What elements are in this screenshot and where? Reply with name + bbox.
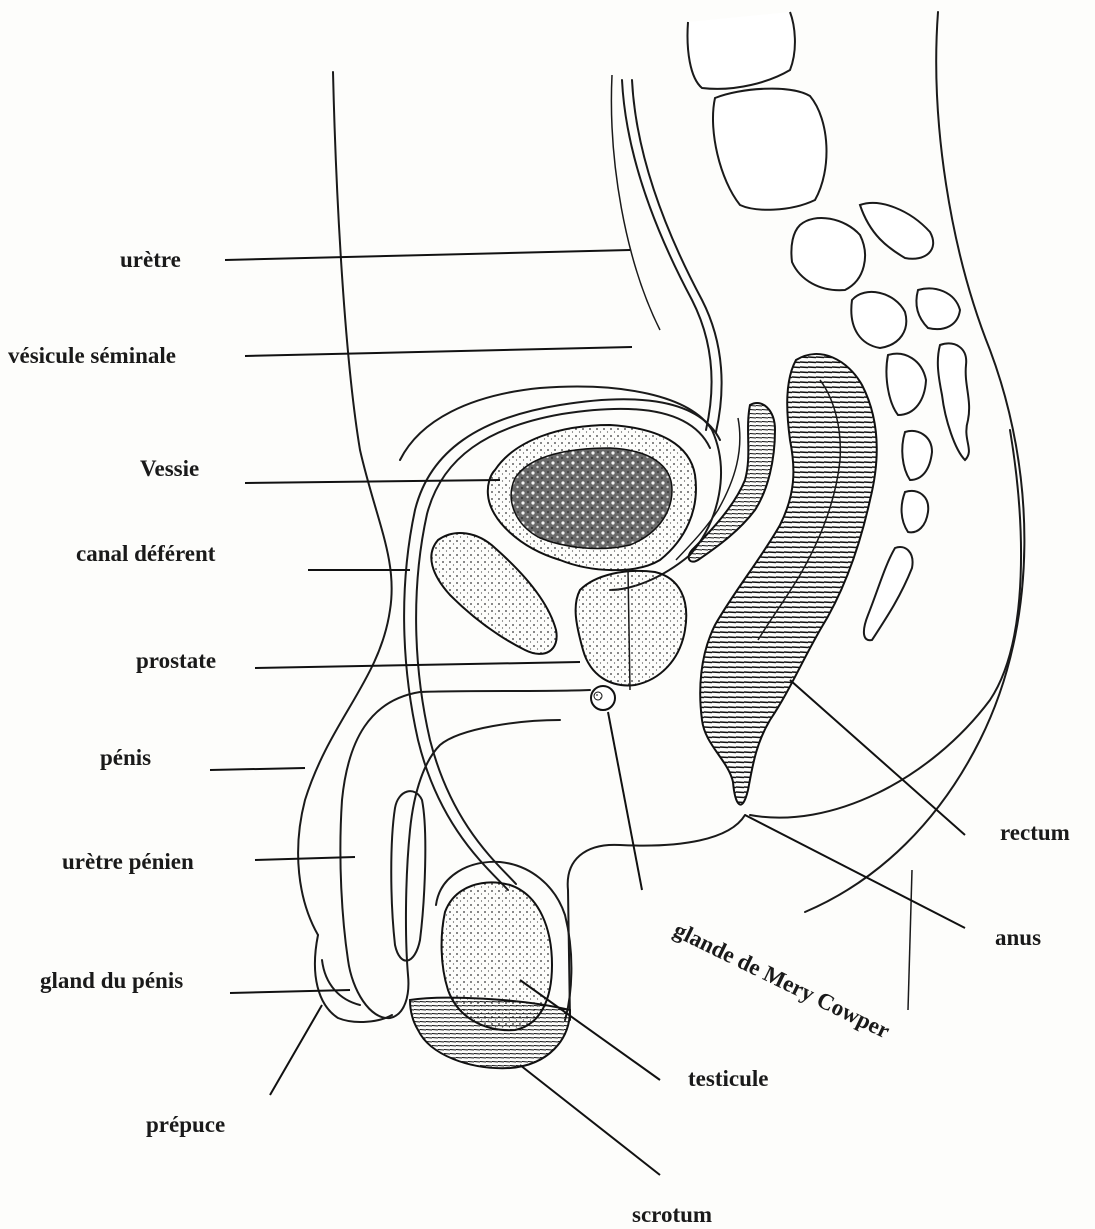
label-prostate: prostate [136,648,216,673]
testis-scrotum [410,862,571,1068]
cowper-gland [591,686,615,710]
rectum [700,354,877,805]
label-vesicule-seminale: vésicule séminale [8,343,176,368]
label-scrotum: scrotum [632,1202,712,1227]
label-uretre-penien: urètre pénien [62,849,194,874]
ureter [622,80,722,432]
label-vessie: Vessie [140,456,199,481]
label-canal-deferent: canal déférent [76,541,216,566]
label-uretre: urètre [120,247,181,272]
label-testicule: testicule [688,1066,768,1091]
label-prepuce: prépuce [146,1112,225,1137]
label-penis: pénis [100,745,151,770]
label-glande-de-mery-cowper: glande de Mery Cowper [670,917,894,1043]
label-rectum: rectum [1000,820,1070,845]
label-gland-du-penis: gland du pénis [40,968,183,993]
label-anus: anus [995,925,1041,950]
prostate [576,570,687,690]
